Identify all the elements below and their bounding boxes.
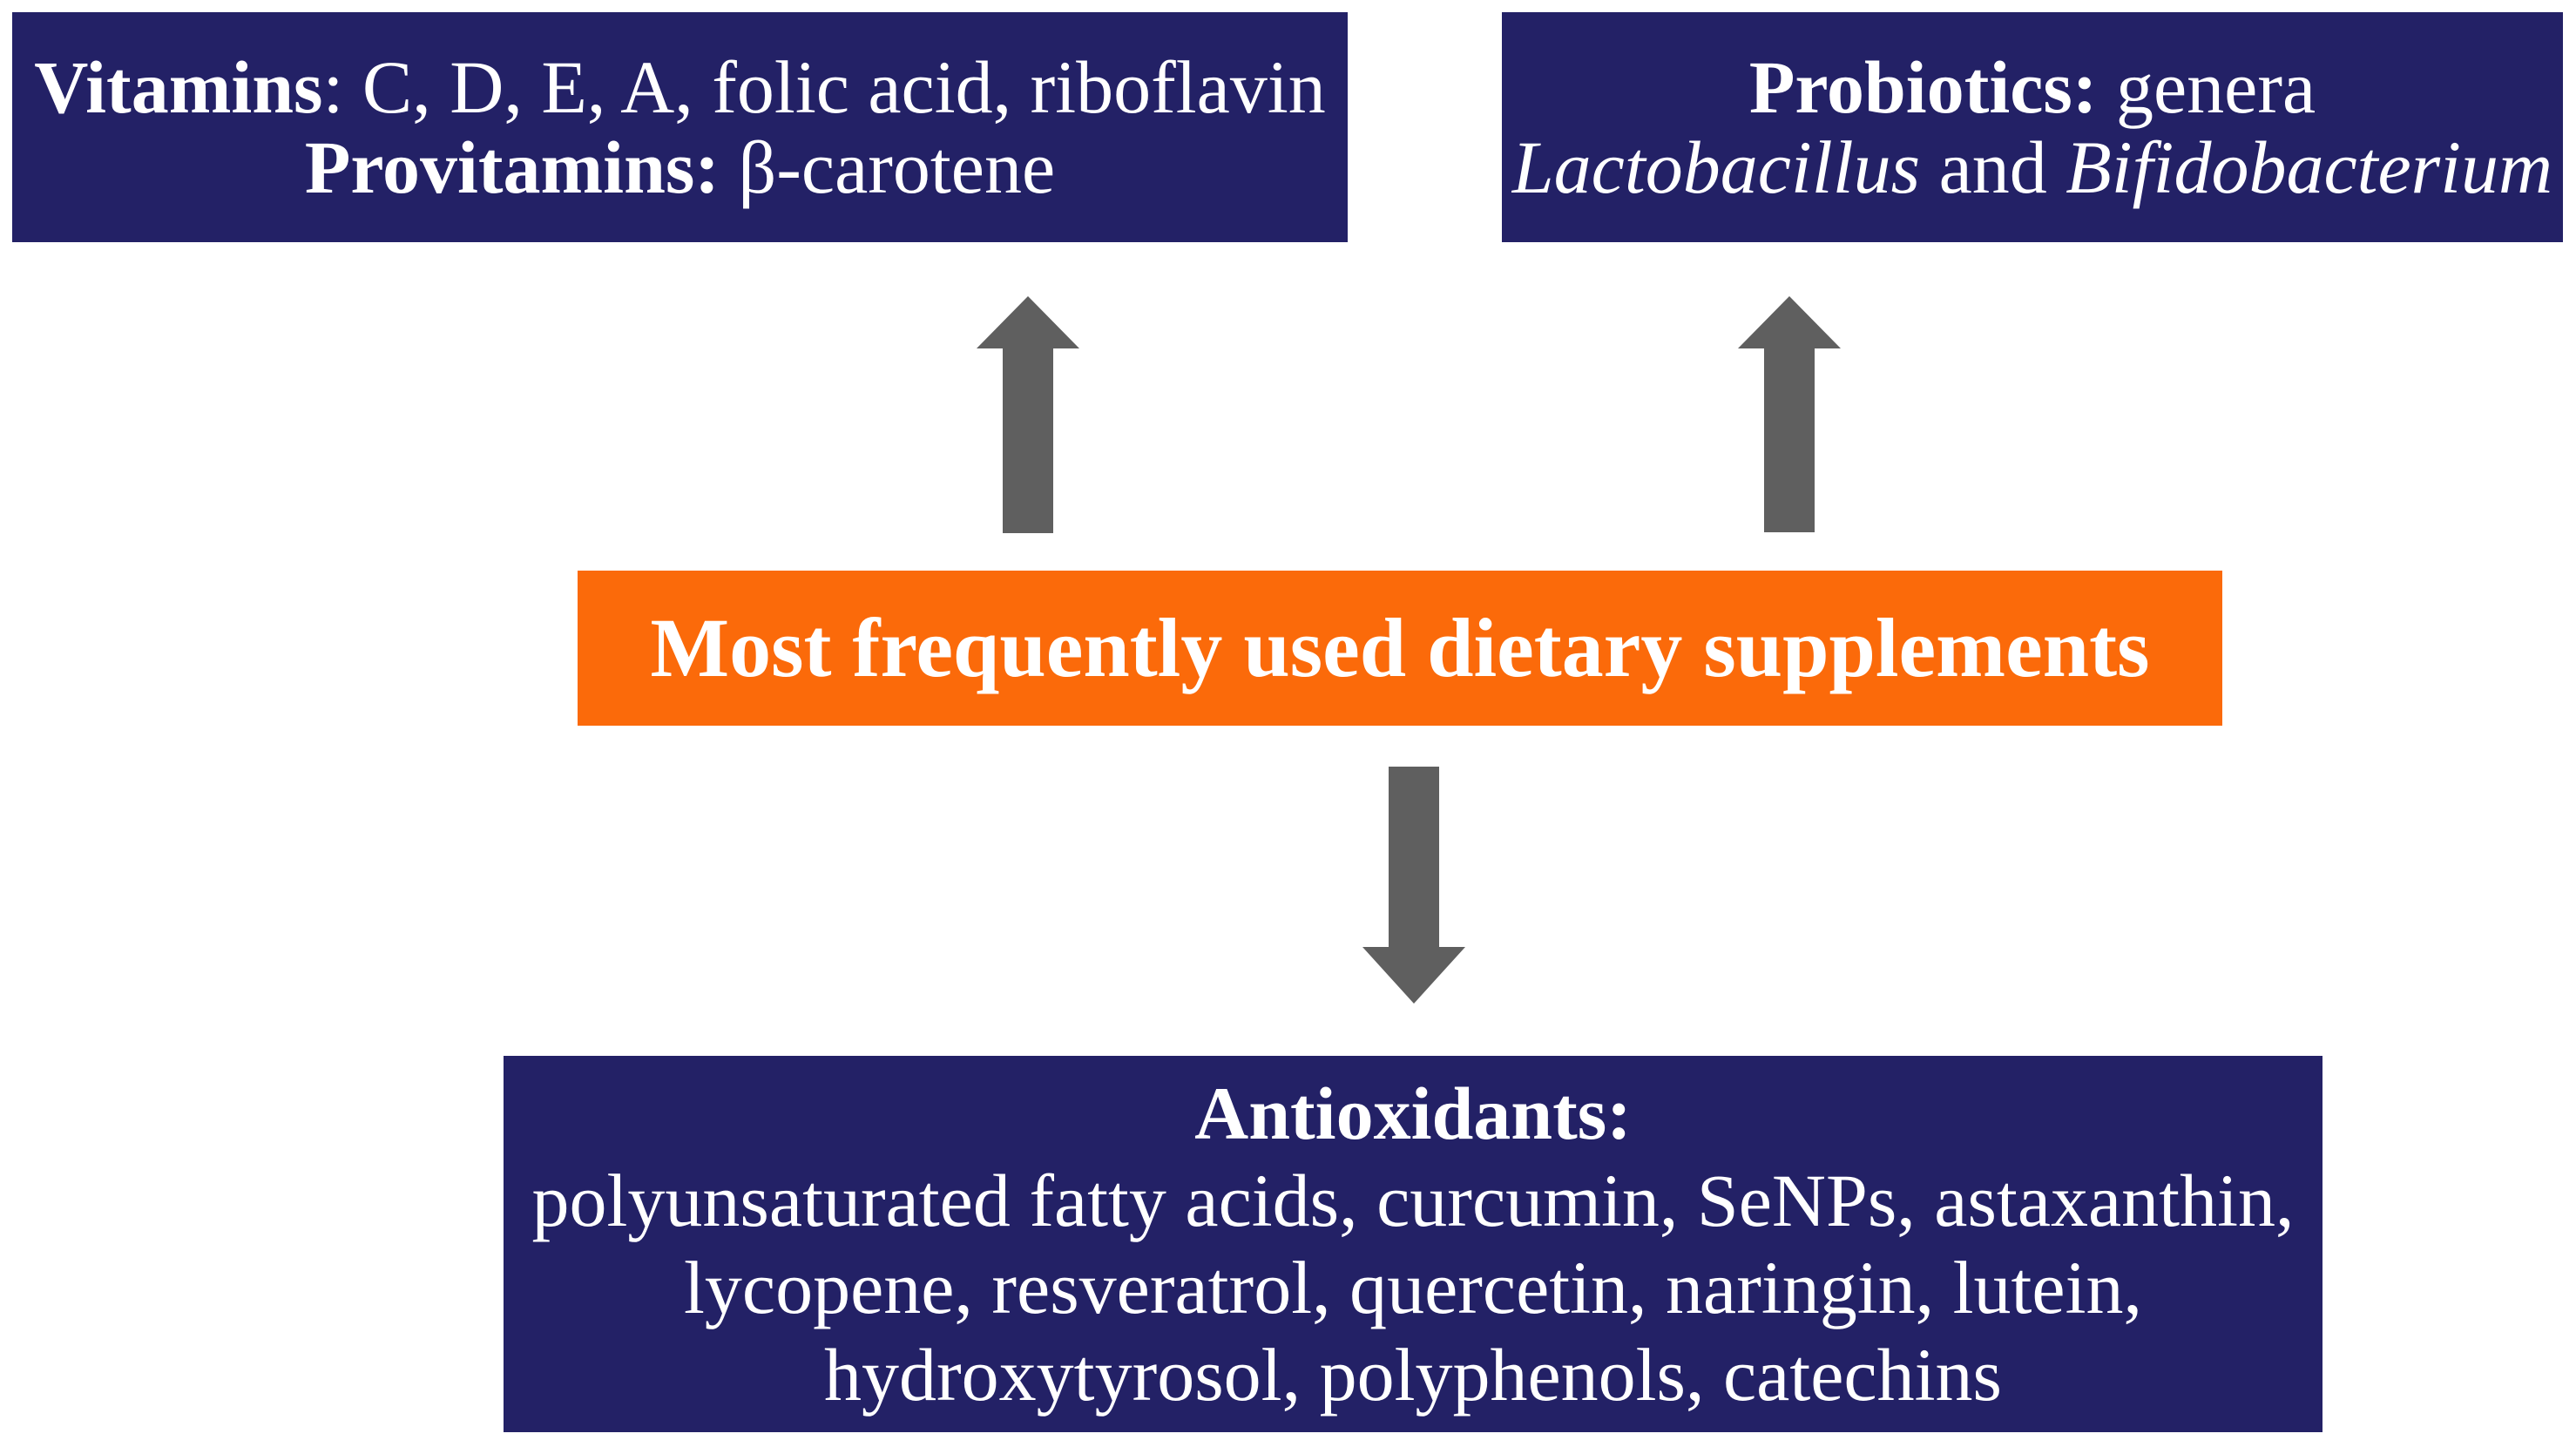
vitamins-line1: Vitamins: C, D, E, A, folic acid, ribofl… xyxy=(12,47,1348,127)
bifidobacterium-text: Bifidobacterium xyxy=(2066,125,2553,209)
antioxidants-box: Antioxidants: polyunsaturated fatty acid… xyxy=(504,1056,2322,1432)
antioxidants-label: Antioxidants: xyxy=(1194,1072,1632,1155)
probiotics-genera-text: genera xyxy=(2097,44,2316,129)
provitamins-list: β-carotene xyxy=(720,125,1056,209)
probiotics-box: Probiotics: genera Lactobacillus and Bif… xyxy=(1502,12,2563,242)
up-arrow-icon xyxy=(977,296,1079,533)
up-arrow-icon xyxy=(1738,296,1841,532)
antioxidants-line4: hydroxytyrosol, polyphenols, catechins xyxy=(824,1333,2002,1417)
probiotics-line1: Probiotics: genera xyxy=(1502,47,2563,127)
up-arrow-head xyxy=(1738,296,1841,348)
vitamins-list: : C, D, E, A, folic acid, riboflavin xyxy=(322,44,1326,129)
and-text: and xyxy=(1920,125,2066,209)
provitamins-label: Provitamins: xyxy=(304,125,720,209)
up-arrow-shaft xyxy=(1764,348,1815,532)
up-arrow-shaft xyxy=(1003,348,1053,533)
supplements-title: Most frequently used dietary supplements xyxy=(650,601,2150,694)
probiotics-line2: Lactobacillus and Bifidobacterium xyxy=(1502,127,2563,207)
vitamins-box: Vitamins: C, D, E, A, folic acid, ribofl… xyxy=(12,12,1348,242)
supplements-box: Most frequently used dietary supplements xyxy=(578,571,2222,726)
down-arrow-head xyxy=(1362,947,1465,1004)
antioxidants-line2: polyunsaturated fatty acids, curcumin, S… xyxy=(531,1159,2295,1242)
vitamins-label: Vitamins xyxy=(34,44,323,129)
provitamins-line: Provitamins: β-carotene xyxy=(12,127,1348,207)
probiotics-label: Probiotics: xyxy=(1748,44,2098,129)
antioxidants-heading: Antioxidants: xyxy=(504,1070,2322,1157)
lactobacillus-text: Lactobacillus xyxy=(1511,125,1921,209)
down-arrow-shaft xyxy=(1389,767,1439,947)
down-arrow-icon xyxy=(1362,767,1465,1004)
antioxidants-line3: lycopene, resveratrol, quercetin, naring… xyxy=(684,1246,2142,1329)
up-arrow-head xyxy=(977,296,1079,348)
